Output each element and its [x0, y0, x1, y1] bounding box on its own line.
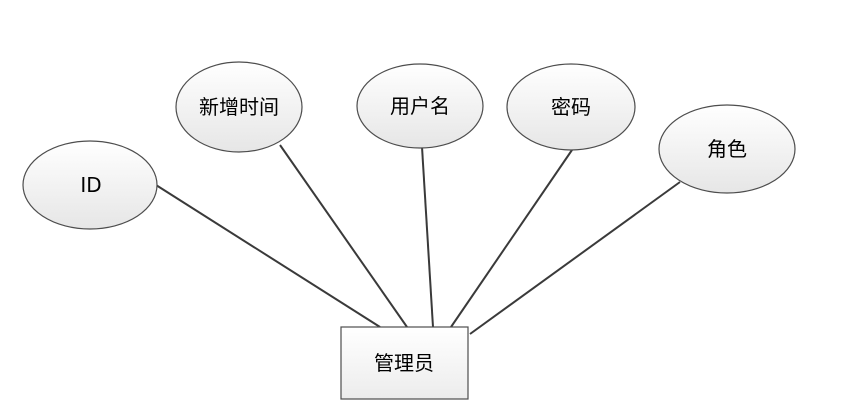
attribute-created-time-shape	[175, 61, 303, 153]
attribute-username-label: 用户名	[390, 94, 450, 118]
attribute-password-label: 密码	[551, 95, 591, 119]
entity-admin-label: 管理员	[374, 351, 434, 375]
connectors	[155, 144, 681, 335]
attribute-id-shape	[22, 140, 158, 230]
attribute-created-time: 新增时间	[175, 61, 303, 153]
connector-password	[450, 149, 573, 328]
entity-admin-box	[340, 326, 469, 400]
entity-admin: 管理员	[340, 326, 469, 400]
connector-id	[155, 184, 381, 328]
attribute-role-shape	[658, 104, 796, 194]
attribute-role: 角色	[658, 104, 796, 194]
connector-role	[469, 181, 681, 335]
connector-username	[421, 146, 434, 328]
attribute-id-label: ID	[80, 173, 101, 197]
connector-created-time	[279, 144, 408, 328]
attribute-username-shape	[356, 63, 484, 149]
attribute-created-time-label: 新增时间	[199, 95, 279, 119]
attribute-password-shape	[506, 63, 636, 151]
attribute-username: 用户名	[356, 63, 484, 149]
attribute-role-label: 角色	[707, 137, 747, 161]
attribute-password: 密码	[506, 63, 636, 151]
attribute-id: ID	[22, 140, 158, 230]
